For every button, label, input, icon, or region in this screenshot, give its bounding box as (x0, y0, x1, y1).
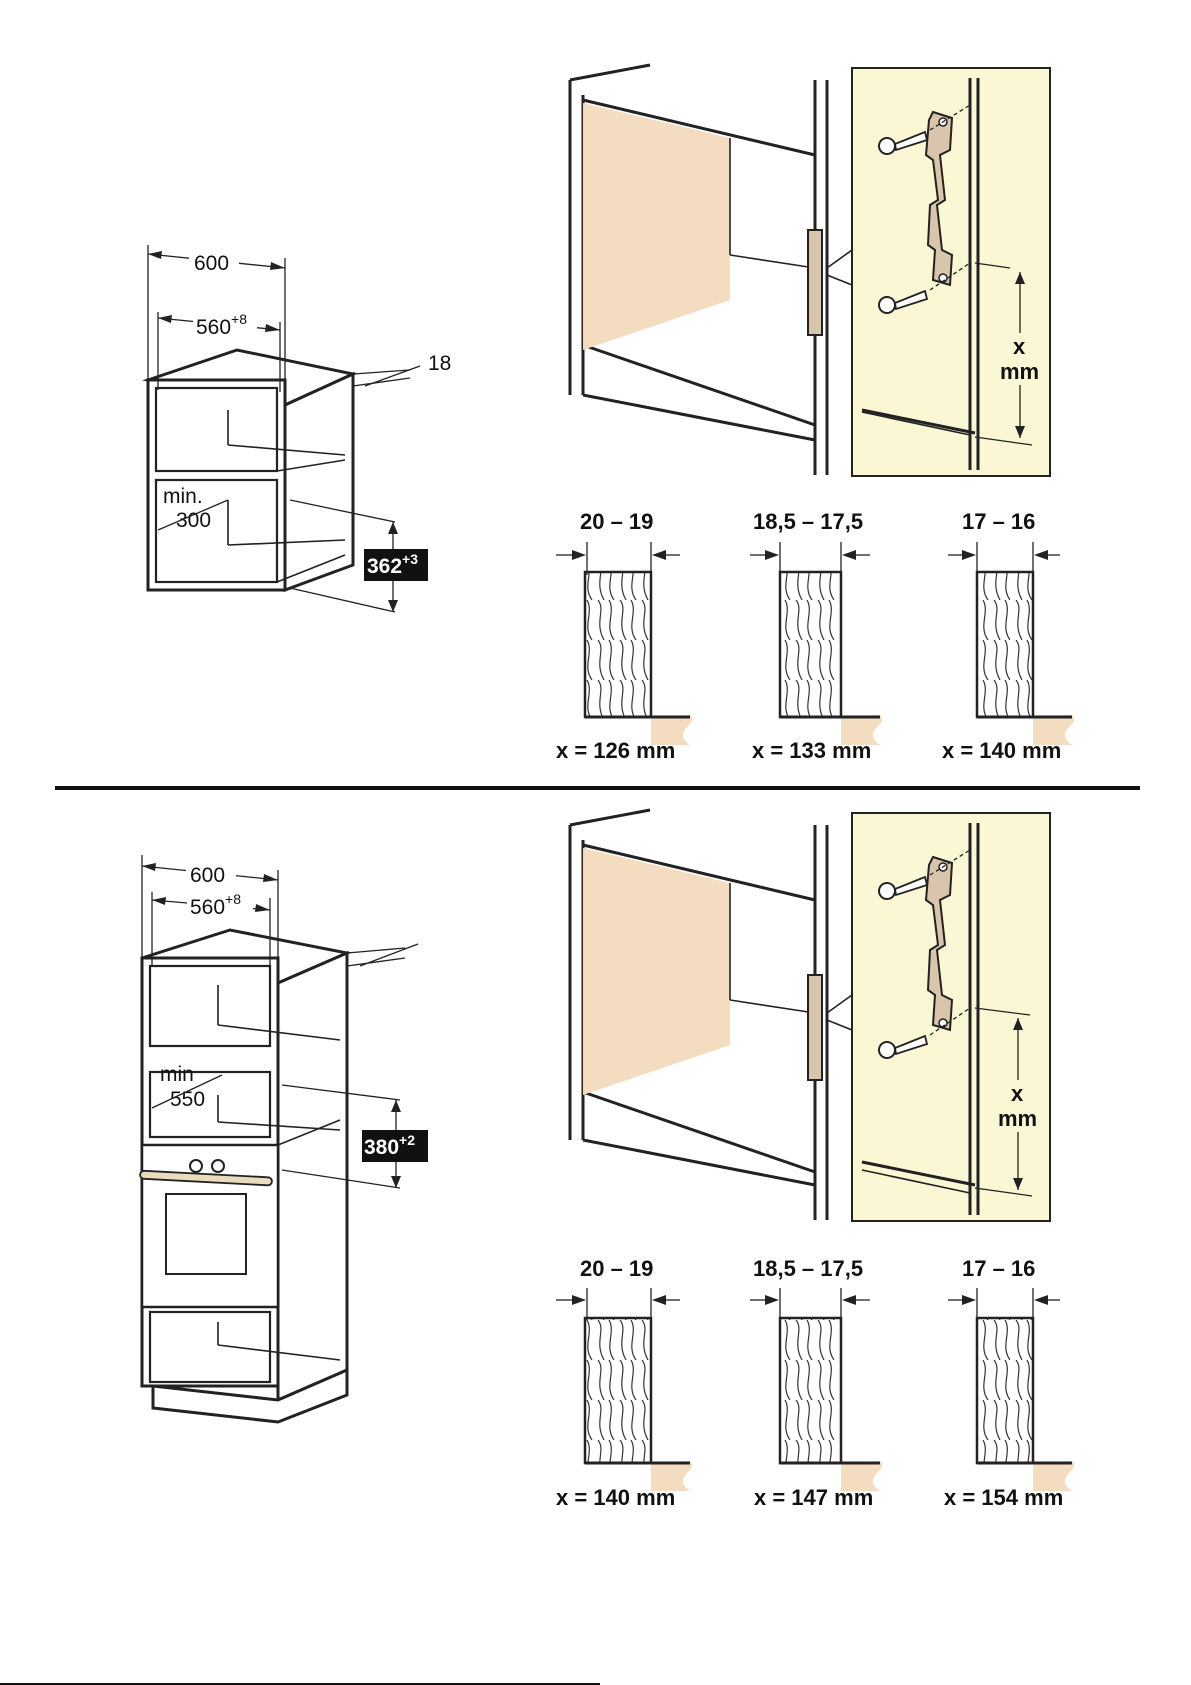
bottom-panel-2-result: x = 147 mm (754, 1485, 873, 1510)
top-x-label: x (1013, 334, 1026, 359)
top-panel-3-thickness: 17 – 16 (962, 509, 1035, 534)
top-width-label: 600 (194, 252, 229, 275)
top-panel-2-result: x = 133 mm (752, 738, 871, 763)
top-side-thickness-label: 18 (428, 352, 451, 375)
bottom-cabinet-interior (583, 848, 730, 1095)
oven-appliance (142, 1145, 278, 1307)
top-cabinet-side (285, 374, 353, 590)
top-section: 600 560+8 18 min. 300 362+3 (148, 65, 1074, 763)
bottom-section: 600 560+8 min 550 380+2 (140, 810, 1074, 1510)
bottom-panel-1: 20 – 19 x = 140 mm (556, 1256, 692, 1510)
bottom-panel-1-result: x = 140 mm (556, 1485, 675, 1510)
bottom-panel-1-thickness: 20 – 19 (580, 1256, 653, 1281)
top-mount-drawing: x mm (570, 65, 1050, 476)
top-small-bracket (808, 230, 822, 335)
top-min-label: min. (163, 485, 203, 508)
top-cabinet-drawing: 600 560+8 18 min. 300 362+3 (148, 245, 451, 612)
oven-knob-left-icon (190, 1160, 202, 1172)
top-panel-3: 17 – 16 x = 140 mm (942, 509, 1074, 763)
top-panel-2: 18,5 – 17,5 x = 133 mm (750, 509, 882, 763)
bottom-panel-3-result: x = 154 mm (944, 1485, 1063, 1510)
oven-knob-right-icon (212, 1160, 224, 1172)
bottom-x-label: x (1011, 1081, 1024, 1106)
top-panel-1-thickness: 20 – 19 (580, 509, 653, 534)
bottom-mm-label: mm (998, 1106, 1037, 1131)
bottom-small-bracket (808, 975, 822, 1080)
bottom-panel-2: 18,5 – 17,5 x = 147 mm (750, 1256, 882, 1510)
top-panel-1-result: x = 126 mm (556, 738, 675, 763)
bottom-panel-3: 17 – 16 x = 154 mm (944, 1256, 1074, 1510)
bottom-mount-drawing: x mm (570, 810, 1050, 1221)
bottom-min-label: min (160, 1063, 194, 1086)
top-cabinet-interior (583, 103, 730, 350)
top-panel-2-thickness: 18,5 – 17,5 (753, 509, 863, 534)
top-panel-3-result: x = 140 mm (942, 738, 1061, 763)
top-mm-label: mm (1000, 359, 1039, 384)
top-panel-1: 20 – 19 x = 126 mm (556, 509, 692, 763)
bottom-cabinet-drawing: 600 560+8 min 550 380+2 (140, 855, 428, 1422)
bottom-panel-3-thickness: 17 – 16 (962, 1256, 1035, 1281)
bottom-panel-2-thickness: 18,5 – 17,5 (753, 1256, 863, 1281)
bottom-width-label: 600 (190, 864, 225, 887)
bottom-cabinet-side (278, 953, 347, 1400)
